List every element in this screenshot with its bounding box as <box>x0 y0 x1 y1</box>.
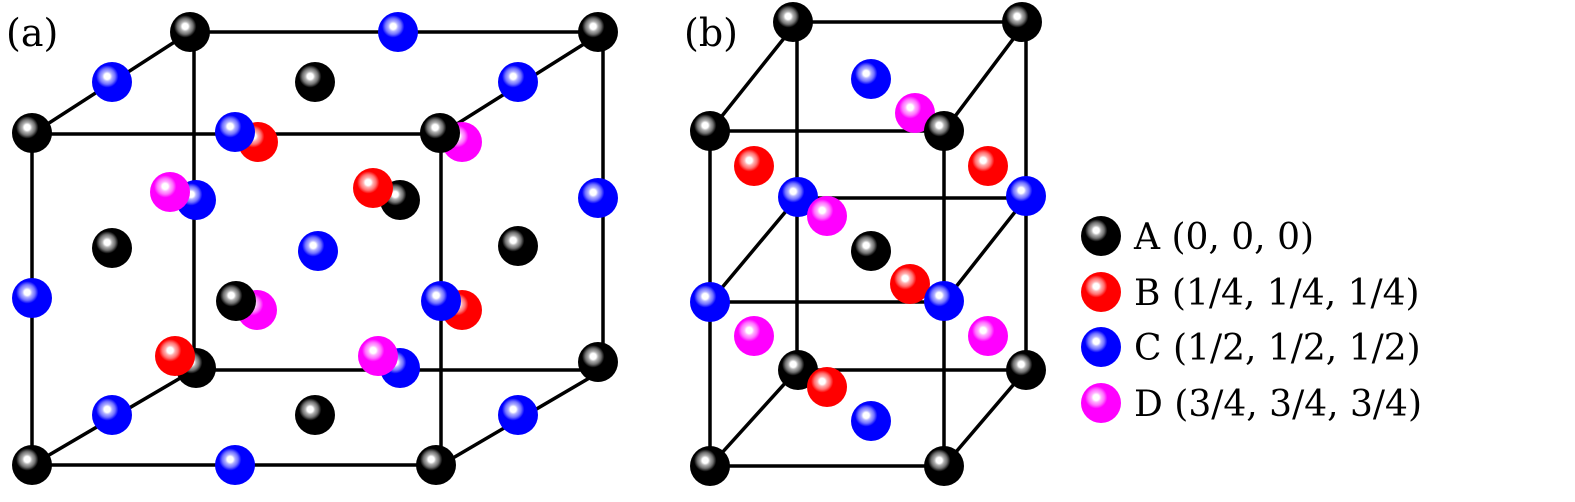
atom-c <box>298 231 338 271</box>
atom-a <box>690 446 730 486</box>
cell-edge <box>942 20 1028 133</box>
atom-c <box>92 395 132 435</box>
atom-a <box>924 111 964 151</box>
legend-label-b: B (1/4, 1/4, 1/4) <box>1134 273 1420 314</box>
legend: A (0, 0, 0) B (1/4, 1/4, 1/4) C (1/2, 1/… <box>1081 216 1422 425</box>
legend-label-a: A (0, 0, 0) <box>1133 217 1314 258</box>
atom-c <box>578 178 618 218</box>
legend-item-b: B (1/4, 1/4, 1/4) <box>1081 272 1420 314</box>
cell-edge <box>942 196 1028 304</box>
panel-b-label: (b) <box>684 11 738 55</box>
atom-c <box>498 395 538 435</box>
unit-cell-edges-b <box>708 20 1028 468</box>
atom-a <box>12 113 52 153</box>
atoms-a <box>12 12 618 485</box>
atom-c <box>778 177 818 217</box>
atom-a <box>92 228 132 268</box>
atom-a <box>1002 2 1042 42</box>
atom-c <box>378 12 418 52</box>
atom-a <box>416 445 456 485</box>
cell-edge <box>942 368 1028 468</box>
atoms-b <box>690 2 1046 486</box>
atom-b <box>734 146 774 186</box>
atom-c <box>1006 176 1046 216</box>
atom-a <box>851 231 891 271</box>
panel-a: (a) <box>6 11 618 485</box>
atom-a <box>924 446 964 486</box>
atom-a <box>578 342 618 382</box>
legend-label-d: D (3/4, 3/4, 3/4) <box>1134 384 1422 425</box>
legend-atom-a-icon <box>1081 216 1121 256</box>
atom-d <box>968 316 1008 356</box>
panel-b: (b) <box>684 2 1046 486</box>
atom-c <box>421 281 461 321</box>
legend-item-c: C (1/2, 1/2, 1/2) <box>1081 327 1421 369</box>
atom-c <box>12 278 52 318</box>
atom-b <box>968 146 1008 186</box>
legend-atom-c-icon <box>1081 327 1121 367</box>
atom-d <box>895 93 935 133</box>
atom-a <box>498 226 538 266</box>
atom-d <box>807 196 847 236</box>
cell-edge <box>708 196 799 304</box>
legend-atom-b-icon <box>1081 272 1121 312</box>
atom-c <box>92 62 132 102</box>
atom-b <box>890 264 930 304</box>
atom-a <box>216 281 256 321</box>
atom-d <box>150 172 190 212</box>
atom-d <box>358 336 398 376</box>
atom-a <box>12 445 52 485</box>
panel-a-label: (a) <box>6 11 58 55</box>
atom-c <box>215 112 255 152</box>
atom-c <box>851 401 891 441</box>
atom-a <box>690 111 730 151</box>
atom-b <box>807 367 847 407</box>
legend-item-d: D (3/4, 3/4, 3/4) <box>1081 383 1422 425</box>
atom-a <box>778 350 818 390</box>
legend-item-a: A (0, 0, 0) <box>1081 216 1314 258</box>
atom-c <box>690 282 730 322</box>
atom-a <box>170 12 210 52</box>
atom-c <box>498 62 538 102</box>
cell-edge <box>708 368 799 468</box>
atom-a <box>295 62 335 102</box>
legend-label-c: C (1/2, 1/2, 1/2) <box>1134 328 1421 369</box>
atom-b <box>353 168 393 208</box>
atom-a <box>420 113 460 153</box>
atom-c <box>215 445 255 485</box>
atom-a <box>578 12 618 52</box>
atom-a <box>295 395 335 435</box>
cell-edge <box>708 20 799 133</box>
atom-b <box>155 336 195 376</box>
atom-a <box>773 2 813 42</box>
atom-a <box>1006 350 1046 390</box>
atom-c <box>924 281 964 321</box>
legend-atom-d-icon <box>1081 383 1121 423</box>
atom-c <box>851 59 891 99</box>
atom-d <box>734 316 774 356</box>
